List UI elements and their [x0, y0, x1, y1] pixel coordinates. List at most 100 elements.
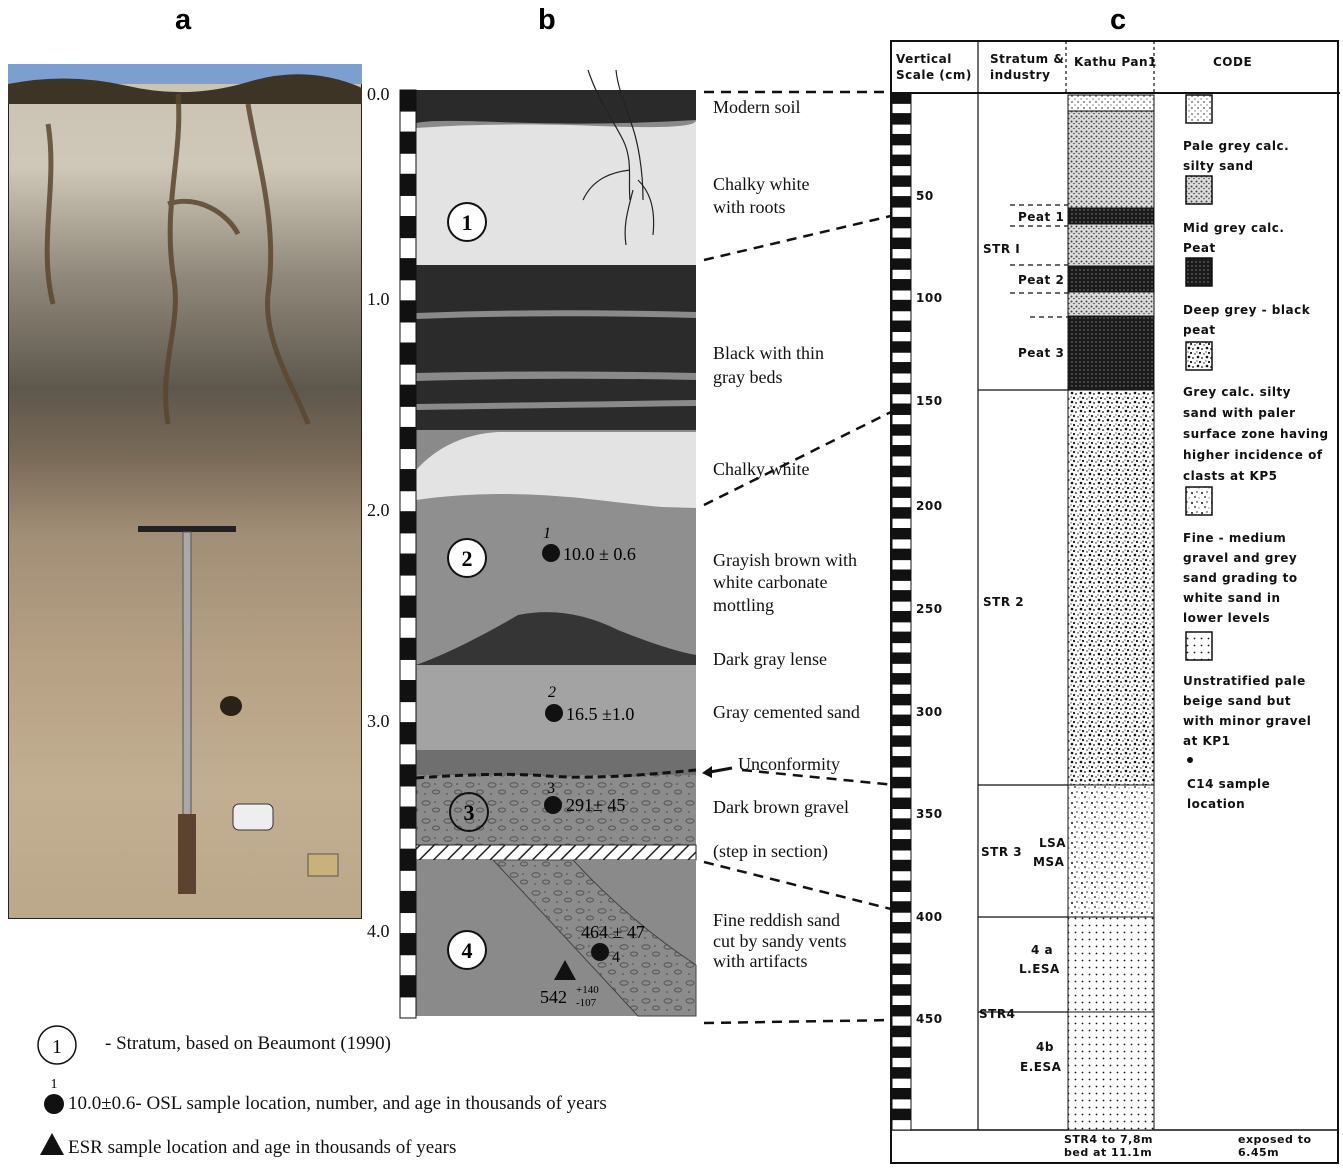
scale-segment [891, 113, 912, 125]
scale-segment [891, 258, 912, 270]
scale-segment [891, 569, 912, 581]
unconformity-line [415, 768, 697, 780]
layer-label-reddish-2: cut by sandy vents [713, 931, 847, 951]
scale-segment [891, 611, 912, 623]
scale-segment [891, 818, 912, 830]
layer-label-grayish-2: white carbonate [713, 572, 828, 592]
svg-text:1: 1 [543, 525, 551, 542]
scale-segment [891, 341, 912, 353]
stratum-1-chalky-lower [416, 432, 696, 508]
scale-segment [891, 268, 912, 281]
layer-label-black-2: gray beds [713, 367, 783, 387]
scale-segment [891, 559, 912, 571]
kathu-pan-log [890, 40, 1340, 1164]
scale-segment [891, 434, 912, 447]
scale-segment [891, 1015, 912, 1027]
scale-segment [891, 279, 912, 291]
scale-segment [891, 631, 912, 644]
scale-segment [891, 642, 912, 654]
esr-sample: 542 +140 -107 [540, 960, 599, 1009]
root-drawing [582, 69, 655, 246]
scale-segment [891, 123, 912, 135]
code-text-pale-grey: Pale grey calc.silty sand [1183, 139, 1290, 173]
scale-segment [891, 299, 912, 312]
osl-sample-4: 4 464 ± 47 [581, 922, 645, 966]
scale-segment [891, 590, 912, 602]
stratum-label-str2: STR 2 [983, 595, 1025, 609]
scale-segment [891, 1098, 912, 1110]
scale-segment [891, 206, 912, 218]
layer-label-grayish-1: Grayish brown with [713, 550, 857, 570]
section-photograph [8, 64, 362, 919]
scale-segment [891, 994, 912, 1007]
stratum-1-chalky [416, 120, 697, 265]
legend-esr-text: ESR sample location and age in thousands… [68, 1137, 457, 1158]
stratigraphic-column: 1 2 3 4 1 10.0 ± 0.6 2 16.5 ±1.0 3 291± … [399, 69, 733, 1019]
unconformity-arrow [709, 766, 733, 774]
scale-segment [891, 1025, 912, 1038]
legend-stratum-text: - Stratum, based on Beaumont (1990) [105, 1033, 392, 1054]
layer-label-reddish-3: with artifacts [713, 951, 808, 971]
scale-segment [891, 403, 912, 415]
scale-segment [891, 839, 912, 851]
layer-label-with-roots: with roots [713, 197, 786, 217]
scale-segment [891, 445, 912, 457]
vertical-scale-bar [891, 92, 912, 1131]
scale-segment [891, 413, 912, 426]
scale-segment [891, 776, 912, 789]
svg-text:2: 2 [462, 546, 473, 571]
scale-label-2: 2.0 [367, 500, 390, 520]
auger-tool [138, 526, 236, 894]
stratum-marker-4: 4 [447, 930, 487, 970]
scale-segment [891, 735, 912, 747]
layer-label-lense: Dark gray lense [713, 649, 827, 669]
svg-text:4: 4 [462, 938, 473, 963]
scale-segment [891, 725, 912, 737]
scale-segment [891, 455, 912, 467]
layer-label-unconformity: Unconformity [738, 754, 840, 774]
industry-lesa: L.ESA [1019, 962, 1060, 976]
svg-text:10.0 ± 0.6: 10.0 ± 0.6 [563, 544, 636, 564]
layer-label-grayish-3: mottling [713, 595, 775, 615]
scale-segment [891, 984, 912, 996]
svg-text:+140: +140 [576, 984, 599, 996]
svg-text:3: 3 [464, 800, 475, 825]
scale-segment [891, 1046, 912, 1058]
scale-segment [891, 465, 912, 478]
scale-label-4: 4.0 [367, 921, 390, 941]
scale-segment [891, 745, 912, 758]
svg-text:542: 542 [540, 987, 567, 1007]
scale-segment [891, 911, 912, 924]
meter [307, 853, 339, 877]
peat-label-2: Peat 2 [1018, 273, 1065, 287]
scale-segment [891, 662, 912, 675]
depth-450: 450 [916, 1012, 943, 1026]
osl-sample-3: 3 291± 45 [544, 780, 625, 815]
scale-label-0: 0.0 [367, 84, 390, 104]
modern-soil [413, 90, 696, 128]
peat-label-3: Peat 3 [1018, 346, 1065, 360]
scale-segment [891, 963, 912, 975]
stratum-label-str3: STR 3 [981, 845, 1023, 859]
scale-segment [891, 808, 912, 820]
scale-segment [891, 496, 912, 509]
scale-segment [891, 766, 912, 778]
scale-label-3: 3.0 [367, 711, 390, 731]
industry-lsa: LSA [1039, 836, 1067, 850]
scale-segment [891, 922, 912, 934]
scale-segment [891, 362, 912, 374]
depth-350: 350 [916, 807, 943, 821]
scale-segment [891, 621, 912, 633]
industry-4b: 4b [1036, 1040, 1054, 1054]
scale-segment [891, 133, 912, 146]
sandy-vent [491, 859, 697, 1017]
scale-segment [891, 1077, 912, 1090]
scale-segment [399, 996, 417, 1019]
layer-label-gravel: Dark brown gravel [713, 797, 849, 817]
layer-label-chalky-1: Chalky white [713, 174, 810, 194]
scale-segment [891, 849, 912, 861]
